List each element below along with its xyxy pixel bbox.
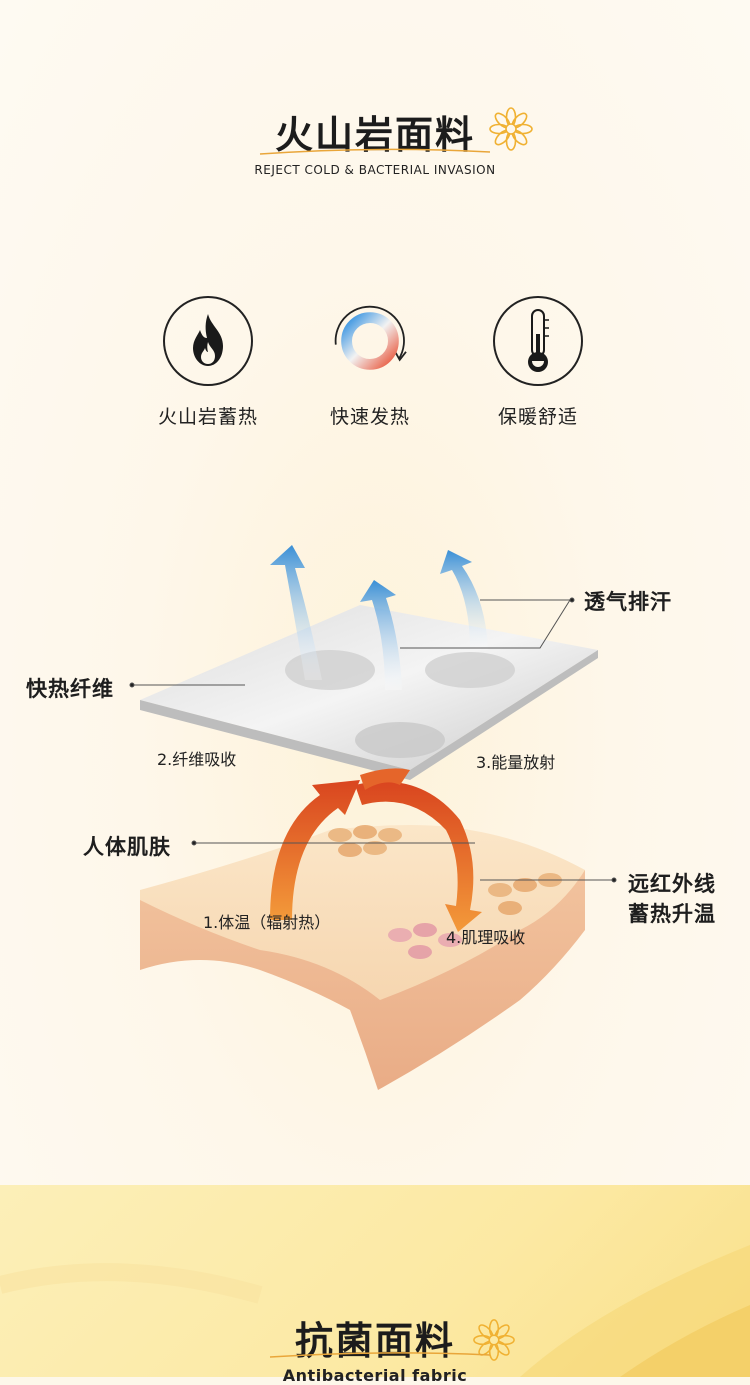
skin-block-top — [140, 825, 585, 1000]
title-underline — [259, 148, 491, 155]
flower-icon — [489, 107, 533, 151]
label-far-infrared-line1: 远红外线 — [628, 872, 716, 896]
label-muscle-absorb: 4.肌理吸收 — [446, 928, 526, 947]
section2-background — [0, 1185, 750, 1377]
fabric-texture — [0, 1245, 750, 1377]
flame-icon — [193, 314, 223, 366]
label-fiber-absorb: 2.纤维吸收 — [157, 750, 237, 769]
feature-label: 快速发热 — [329, 406, 410, 428]
breathable-arrows — [270, 545, 488, 690]
label-energy-radiate: 3.能量放射 — [476, 753, 556, 772]
feature-label: 火山岩蓄热 — [157, 406, 258, 428]
title-underline — [269, 1352, 491, 1358]
feature-label: 保暖舒适 — [497, 406, 578, 428]
section2-title-text: 抗菌面料 — [294, 1319, 455, 1363]
feature-circle — [163, 296, 253, 386]
leader-lines — [129, 597, 617, 883]
heat-cycle-icon — [334, 305, 407, 370]
feature-warm-comfort: 保暖舒适 — [458, 296, 618, 429]
label-far-infrared-line2: 蓄热升温 — [628, 902, 716, 926]
section1-subtitle: REJECT COLD & BACTERIAL INVASION — [0, 163, 750, 177]
section2-subtitle-text: Antibacterial fabric — [282, 1366, 468, 1385]
feature-volcanic-heat: 火山岩蓄热 — [128, 296, 288, 429]
label-body-temp: 1.体温（辐射热） — [203, 913, 331, 932]
label-skin: 人体肌肤 — [83, 835, 171, 859]
label-breathable: 透气排汗 — [584, 590, 672, 614]
fabric-diagram — [129, 545, 617, 1090]
skin-cells — [328, 825, 562, 959]
label-fast-heat-fiber: 快热纤维 — [26, 677, 114, 701]
heat-arrows — [270, 768, 482, 932]
feature-circle — [325, 296, 415, 386]
flower-icon — [473, 1319, 515, 1361]
thermometer-icon — [528, 309, 549, 372]
feature-circle — [493, 296, 583, 386]
label-far-infrared: 远红外线 蓄热升温 — [628, 869, 716, 929]
section2-title: 抗菌面料 — [0, 1310, 750, 1365]
section1-subtitle-text: REJECT COLD & BACTERIAL INVASION — [254, 163, 496, 177]
section2-subtitle: Antibacterial fabric — [0, 1366, 750, 1385]
feature-fast-heat: 快速发热 — [290, 296, 450, 429]
